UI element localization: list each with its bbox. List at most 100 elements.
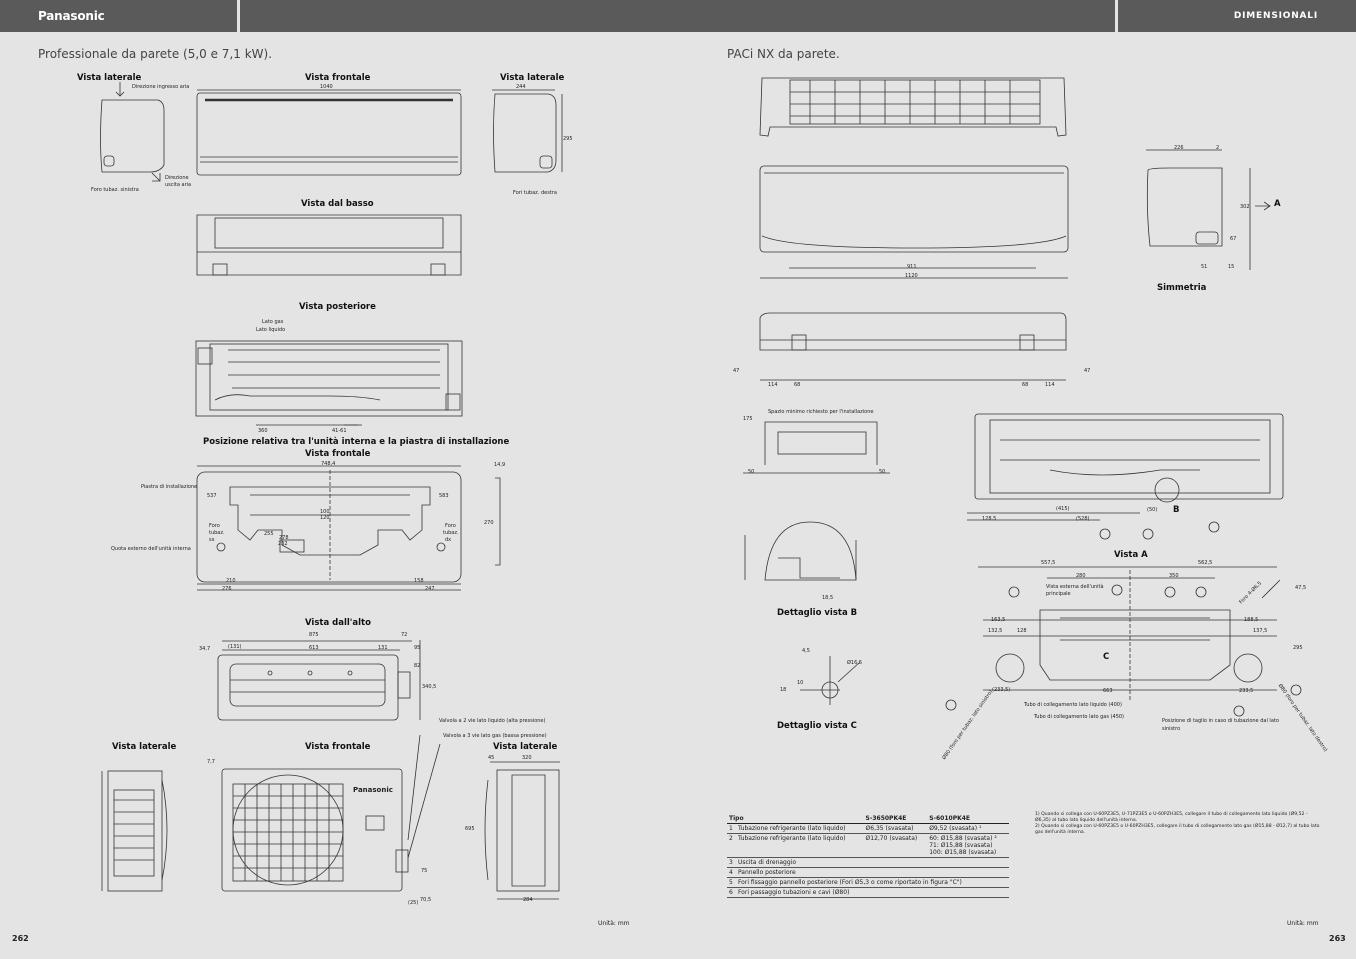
dimension: 295 — [1293, 645, 1303, 651]
row-description: Tubazione refrigerante (lato liquido) — [735, 823, 864, 834]
dimension: 340,5 — [422, 684, 437, 690]
table-row: 2 Tubazione refrigerante (lato liquido) … — [727, 833, 1009, 858]
dimension: 557,5 — [1041, 560, 1056, 566]
dimension: 34,7 — [199, 646, 211, 652]
bar-separator — [1115, 0, 1118, 32]
outdoor-side-view-right — [484, 761, 560, 900]
dimension: 537 — [207, 493, 217, 499]
row-value: 60: Ø15,88 (svasata) ² 71: Ø15,88 (svasa… — [927, 833, 1009, 858]
outdoor-front-view — [221, 734, 441, 892]
right-page-title: PACi NX da parete. — [727, 47, 840, 61]
view-marker-c: C — [1103, 652, 1110, 662]
indoor-front-view — [196, 89, 462, 176]
row-description: Pannello posteriore — [735, 867, 1009, 878]
row-value: Ø12,70 (svasata) — [863, 833, 928, 858]
page-number: 263 — [1329, 934, 1346, 943]
dimension: 278 — [279, 535, 289, 541]
dimension: 50 — [879, 469, 886, 475]
label-side-view: Vista laterale — [112, 742, 177, 752]
dimension: 120 — [320, 515, 330, 521]
dimension: 911 — [907, 264, 917, 270]
dimension: 10 — [797, 680, 804, 686]
detail-b — [744, 521, 857, 581]
paci-top-view — [759, 77, 1067, 137]
view-marker-b: B — [1173, 505, 1180, 515]
dimension: 244 — [516, 84, 526, 90]
footnotes: 1) Quando si collega con U-60PZ3E5, U-71… — [1035, 812, 1320, 836]
spec-table: Tipo S-3650PK4E S-6010PK4E 1 Tubazione r… — [727, 814, 1009, 898]
row-number: 4 — [727, 867, 736, 878]
air-outlet-label: Direzione — [165, 175, 189, 181]
dimension: 284 — [523, 897, 533, 903]
hole-sx-label: Foro — [209, 523, 220, 529]
dimension: (233,5) — [992, 687, 1011, 693]
air-outlet-label: uscita aria — [165, 182, 192, 188]
column-header: Tipo — [727, 814, 864, 824]
label-view-a: Vista A — [1114, 550, 1148, 560]
dimension: 132,5 — [988, 628, 1003, 634]
dimension: 114 — [768, 382, 778, 388]
label-side-view: Vista laterale — [77, 73, 142, 83]
left-page-title: Professionale da parete (5,0 e 7,1 kW). — [38, 47, 273, 61]
detail-c — [800, 656, 861, 705]
pipe-gas-label: Tubo di collegamento lato gas (450) — [1034, 714, 1125, 720]
dimension: 18,5 — [822, 595, 834, 601]
dimension: 137,5 — [1253, 628, 1268, 634]
dimension: 175 — [743, 416, 753, 422]
hole-dx-label: Foro — [445, 523, 456, 529]
hole-right-label: Fori tubaz. destra — [513, 190, 557, 196]
dimension: 302 — [1240, 204, 1250, 210]
row-description: Uscita di drenaggio — [735, 857, 1009, 868]
outdoor-side-view-left — [101, 770, 168, 892]
dimension: 7,7 — [207, 759, 215, 765]
dimension: 51 — [1201, 264, 1208, 270]
dimension: 233,5 — [1239, 688, 1254, 694]
page-number: 262 — [12, 934, 29, 943]
dimension: 350 — [1169, 573, 1179, 579]
dimension: 15 — [1228, 264, 1235, 270]
dimension: 158 — [414, 578, 424, 584]
dimension: 128,5 — [982, 516, 997, 522]
row-number: 3 — [727, 857, 736, 868]
cut-position-label: Posizione di taglio in caso di tubazione… — [1162, 718, 1279, 724]
dimension: 47 — [733, 368, 740, 374]
dimension: 583 — [439, 493, 449, 499]
dimension: 72 — [401, 632, 408, 638]
footnote: 2) Quando si collega con U-60PZ3E5 o U-6… — [1035, 824, 1320, 835]
dimension: 695 — [465, 826, 475, 832]
dimension: 280 — [1076, 573, 1086, 579]
paci-side-view — [1146, 149, 1271, 270]
row-number: 1 — [727, 823, 736, 834]
dimension: 663 — [1103, 688, 1113, 694]
dimension: 50 — [748, 469, 755, 475]
row-value: Ø9,52 (svasata) ¹ — [927, 823, 1009, 834]
dimension: 82 — [414, 663, 421, 669]
dimension: 360 — [258, 428, 268, 434]
bar-separator — [237, 0, 240, 32]
table-row: 1 Tubazione refrigerante (lato liquido) … — [727, 823, 1009, 834]
dimension: (50) — [1147, 507, 1158, 513]
label-side-view: Vista laterale — [500, 73, 565, 83]
table-row: 6 Fori passaggio tubazioni e cavi (Ø80) — [727, 887, 1009, 898]
column-header: S-6010PK4E — [927, 814, 1009, 824]
hole-sx-label: sx — [209, 537, 215, 543]
paci-rear-view — [967, 413, 1284, 540]
label-rear-view: Vista posteriore — [299, 302, 376, 312]
brand-logo: Panasonic — [38, 9, 105, 23]
outline-label: Vista esterna dell'unità — [1046, 584, 1104, 590]
gas-side-label: Lato gas — [262, 319, 284, 325]
dimension: 875 — [309, 632, 319, 638]
unit-label: Unità: mm — [1287, 920, 1319, 927]
label-front-view: Vista frontale — [305, 449, 371, 459]
view-marker-a: A — [1274, 199, 1281, 209]
top-bar: Panasonic DIMENSIONALI — [0, 0, 1356, 32]
table-row: 5 Fori fissaggio pannello posteriore (Fo… — [727, 877, 1009, 888]
cut-position-label: sinistro — [1162, 726, 1181, 732]
dimension: 232 — [278, 541, 288, 547]
dimension: (131) — [228, 644, 242, 650]
dimension: 276 — [222, 586, 232, 592]
dimension: (25) — [408, 900, 419, 906]
valve-gas-label: Valvola a 3 vie lato gas (bassa pression… — [443, 733, 547, 739]
dimension: 67 — [1230, 236, 1237, 242]
